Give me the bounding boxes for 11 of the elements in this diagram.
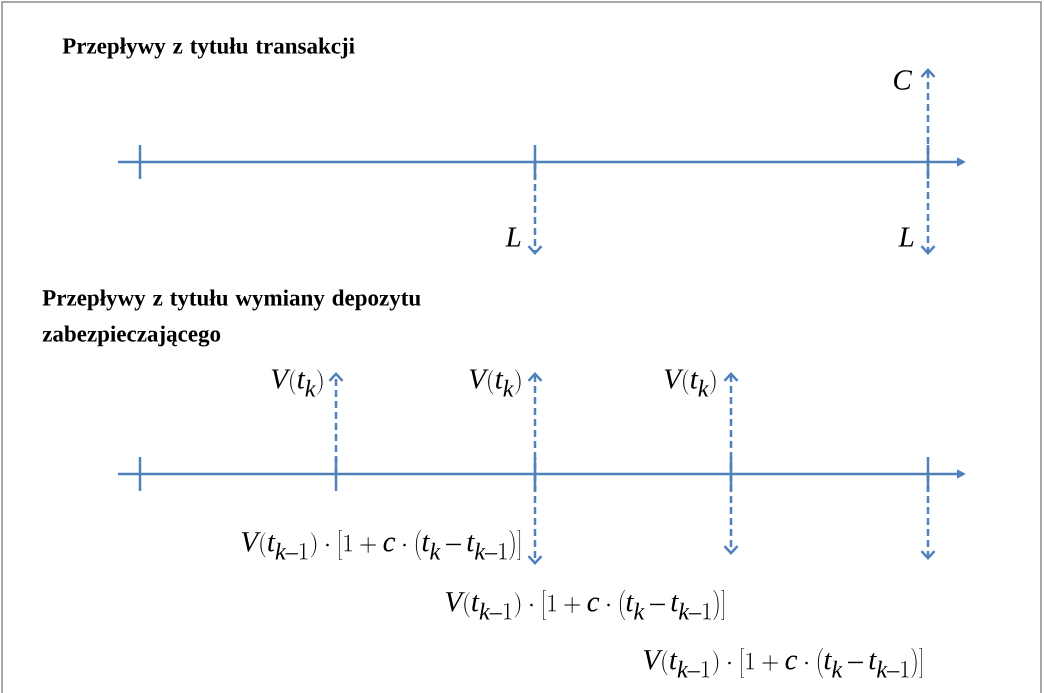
math-label: $V(t_k)$	[469, 369, 521, 397]
formula: $V(t_{k-1})\cdot\left[1+c\cdot\left(t_k-t_{k-1}\right)\right]$	[445, 590, 725, 620]
section-heading: Przepływy z tytułu wymiany depozytu zabezpieczającego	[42, 289, 421, 347]
section-heading: Przepływy z tytułu transakcji	[62, 37, 355, 59]
math-label: $L$	[505, 227, 521, 247]
formula: $V(t_{k-1})\cdot\left[1+c\cdot\left(t_k-t_{k-1}\right)\right]$	[643, 648, 923, 678]
math-label: $C$	[894, 70, 913, 90]
math-label: $V(t_k)$	[664, 369, 716, 397]
math-label: $L$	[898, 227, 914, 247]
formula: $V(t_{k-1})\cdot\left[1+c\cdot\left(t_k-t_{k-1}\right)\right]$	[241, 530, 521, 560]
math-label: $V(t_k)$	[271, 369, 323, 397]
